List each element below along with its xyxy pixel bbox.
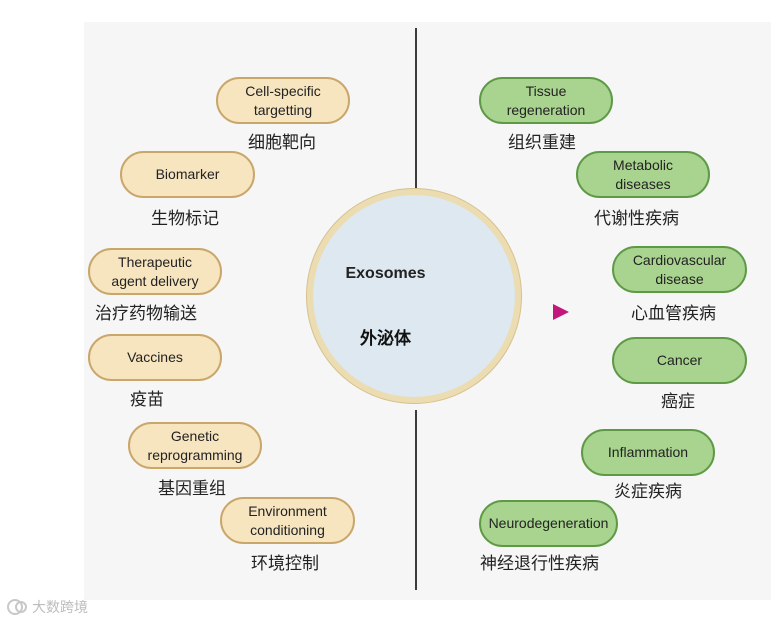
label-cancer-cn: 癌症 <box>661 392 695 412</box>
label-environment-conditioning-cn: 环境控制 <box>251 554 319 574</box>
label-therapeutic-agent-delivery-cn: 治疗药物输送 <box>95 304 197 324</box>
vertical-axis-bottom <box>415 410 417 590</box>
pill-genetic-reprogramming: Genetic reprogramming <box>128 422 262 469</box>
vertical-axis-top <box>415 28 417 190</box>
pill-biomarker: Biomarker <box>120 151 255 198</box>
label-biomarker-cn: 生物标记 <box>151 209 219 229</box>
pill-tissue-regeneration: Tissue regeneration <box>479 77 613 124</box>
center-title: Exosomes <box>345 265 426 282</box>
pill-cancer: Cancer <box>612 337 747 384</box>
label-tissue-regeneration-cn: 组织重建 <box>508 133 576 153</box>
pill-vaccines: Vaccines <box>88 334 222 381</box>
pill-neurodegeneration: Neurodegeneration <box>479 500 618 547</box>
pill-environment-conditioning: Environment conditioning <box>220 497 355 544</box>
exosome-circle <box>307 189 521 403</box>
pill-inflammation: Inflammation <box>581 429 715 476</box>
center-subtitle: 外泌体 <box>360 329 411 349</box>
label-cell-specific-targetting-cn: 细胞靶向 <box>248 133 316 153</box>
pill-cell-specific-targetting: Cell-specific targetting <box>216 77 350 124</box>
label-vaccines-cn: 疫苗 <box>130 390 164 410</box>
pill-metabolic-diseases: Metabolic diseases <box>576 151 710 198</box>
label-inflammation-cn: 炎症疾病 <box>614 482 682 502</box>
watermark: 大数跨境 <box>6 597 88 617</box>
watermark-logo-icon <box>7 599 27 615</box>
label-cardiovascular-disease-cn: 心血管疾病 <box>631 304 716 324</box>
watermark-text: 大数跨境 <box>32 600 88 616</box>
label-metabolic-diseases-cn: 代谢性疾病 <box>594 209 679 229</box>
label-neurodegeneration-cn: 神经退行性疾病 <box>480 554 599 574</box>
pill-therapeutic-agent-delivery: Therapeutic agent delivery <box>88 248 222 295</box>
pill-cardiovascular-disease: Cardiovascular disease <box>612 246 747 293</box>
label-genetic-reprogramming-cn: 基因重组 <box>158 479 226 499</box>
